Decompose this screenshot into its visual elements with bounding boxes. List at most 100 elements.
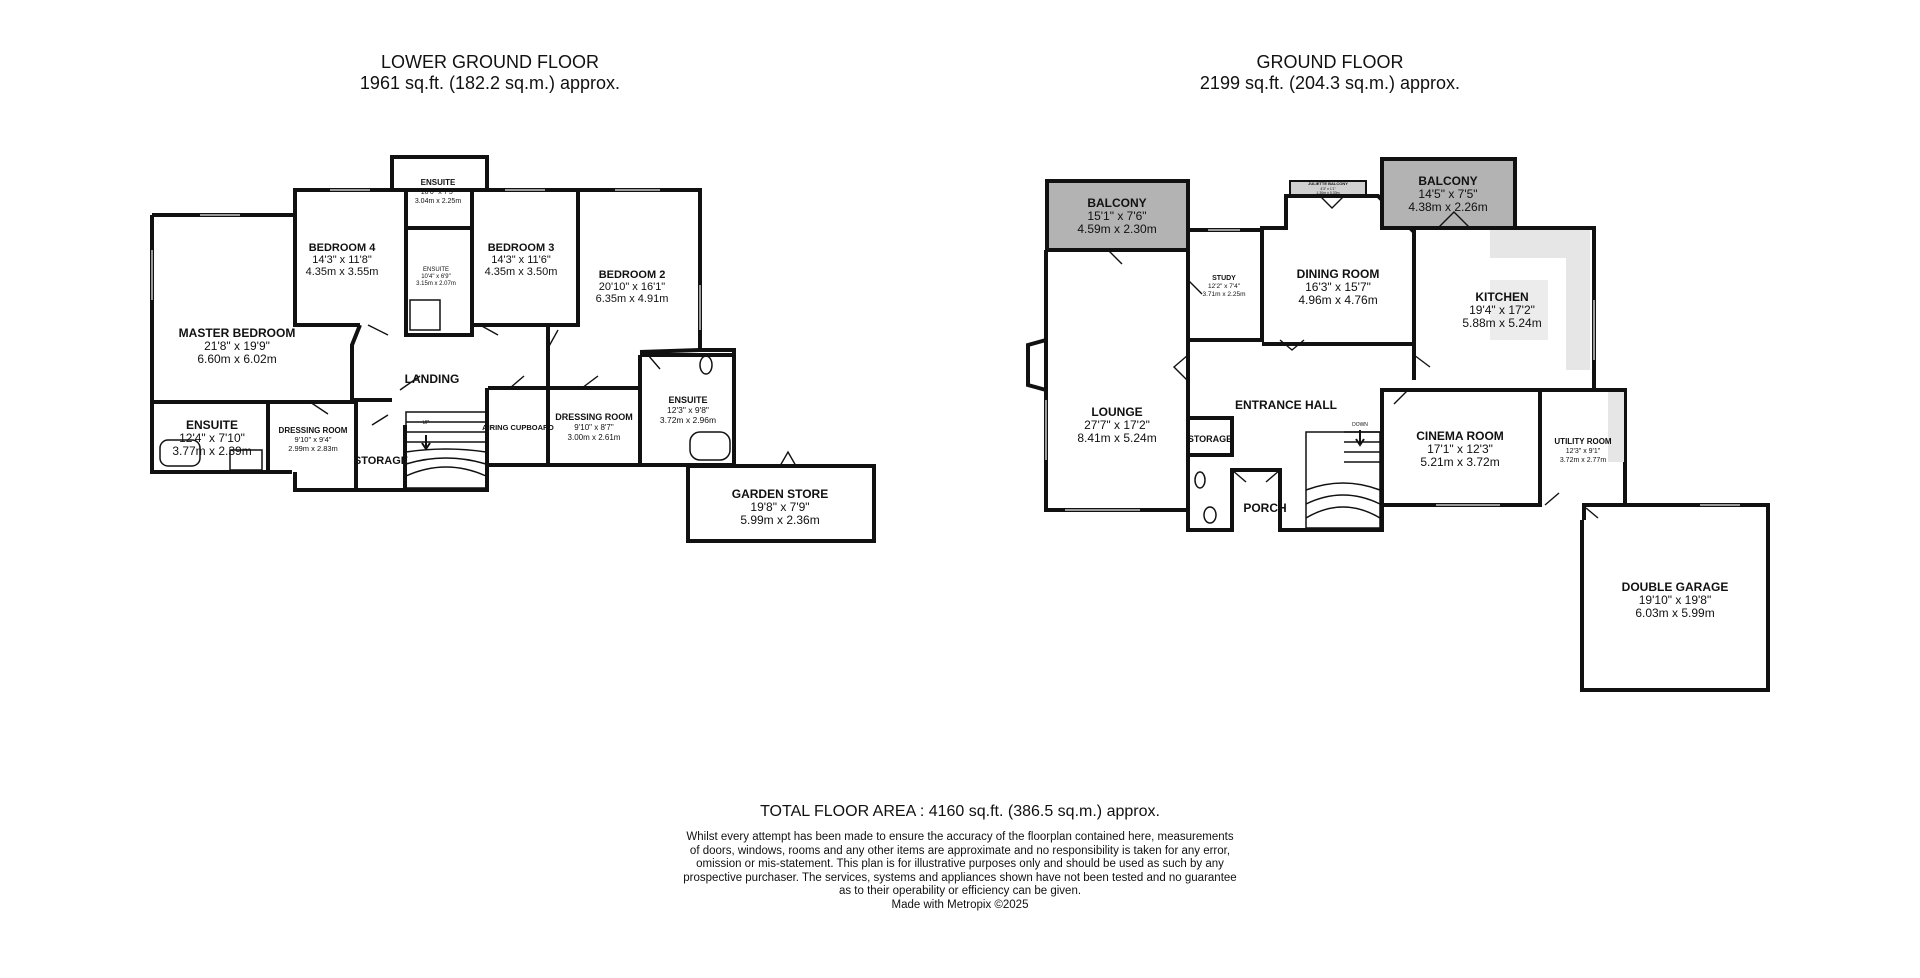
airing-walls (485, 388, 550, 467)
footer: TOTAL FLOOR AREA : 4160 sq.ft. (386.5 sq… (610, 803, 1310, 913)
disclaimer-line: of doors, windows, rooms and any other i… (689, 844, 1231, 857)
utility-name: UTILITY ROOM (1554, 437, 1612, 446)
storage-gf-name: STORAGE (1188, 434, 1232, 444)
ensuite-top-imperial: 10'0" x 7'5" (421, 189, 456, 196)
bedroom4-name: BEDROOM 4 (309, 242, 377, 254)
balcony1-shape (1045, 179, 1190, 252)
ensuite-mid-walls (404, 190, 474, 337)
balcony2-shape (1380, 157, 1517, 230)
dressing2-name: DRESSING ROOM (555, 412, 633, 422)
ensuite-b2-name: ENSUITE (668, 395, 707, 405)
storage-walls (354, 402, 407, 492)
ground-floor-labels: BALCONY 15'1" x 7'6" 4.59m x 2.30m JULIE… (1077, 174, 1728, 620)
bedroom2-bottom (639, 348, 701, 354)
chimney-walls (1026, 338, 1047, 392)
dining-name: DINING ROOM (1297, 267, 1380, 281)
ground-floor-area: 2199 sq.ft. (204.3 sq.m.) approx. (1199, 73, 1461, 93)
shower-icon (229, 449, 263, 471)
kitchen-counter-side (1566, 230, 1590, 370)
lower-floor-title: LOWER GROUND FLOOR (380, 52, 599, 72)
dressing1-name: DRESSING ROOM (279, 426, 348, 435)
bedroom3-imperial: 14'3" x 11'6" (491, 254, 551, 266)
disclaimer-line: omission or mis-statement. This plan is … (696, 858, 1224, 871)
lower-floor-header: LOWER GROUND FLOOR 1961 sq.ft. (182.2 sq… (320, 52, 660, 94)
lounge-walls (1044, 250, 1190, 512)
master-bedroom-metric: 6.60m x 6.02m (197, 352, 276, 366)
dressing2-metric: 3.00m x 2.61m (568, 433, 621, 442)
balcony2-imperial: 14'5" x 7'5" (1418, 187, 1477, 201)
disclaimer: Whilst every attempt has been made to en… (610, 831, 1310, 913)
balcony1-imperial: 15'1" x 7'6" (1087, 209, 1146, 223)
garage-name: DOUBLE GARAGE (1622, 580, 1729, 594)
garden-store-metric: 5.99m x 2.36m (740, 513, 819, 527)
master-bedroom-imperial: 21'8" x 19'9" (204, 339, 270, 353)
kitchen-island (1490, 280, 1548, 340)
storage-gf-walls (1188, 416, 1234, 457)
juliette-imperial: 4'3" x 1'1" (1320, 187, 1336, 191)
ground-stairs (1305, 431, 1381, 529)
bath-icon (159, 439, 201, 467)
balcony1-name: BALCONY (1087, 196, 1146, 210)
kitchen-metric: 5.88m x 5.24m (1462, 316, 1541, 330)
study-name: STUDY (1212, 275, 1236, 282)
dining-metric: 4.96m x 4.76m (1298, 293, 1377, 307)
garage-imperial: 19'10" x 19'8" (1639, 593, 1712, 607)
shower-tray-icon (409, 299, 441, 331)
toilet-icon (699, 355, 713, 375)
ground-floor-title: GROUND FLOOR (1256, 52, 1404, 72)
landing-name: LANDING (405, 372, 460, 386)
juliette-balcony-shape (1289, 180, 1367, 196)
utility-metric: 3.72m x 2.77m (1560, 457, 1606, 464)
bedroom4-walls (293, 215, 360, 327)
bedroom3-metric: 4.35m x 3.50m (485, 266, 558, 278)
toilet-icon-gf-2 (1203, 506, 1217, 524)
lower-stairs (405, 411, 487, 489)
cinema-metric: 5.21m x 3.72m (1420, 455, 1499, 469)
ensuite-b2-metric: 3.72m x 2.96m (660, 415, 716, 425)
landing-walls (350, 324, 392, 402)
bedroom2-name: BEDROOM 2 (599, 269, 666, 281)
garden-store-walls (686, 464, 876, 543)
cinema-name: CINEMA ROOM (1416, 429, 1504, 443)
disclaimer-line: as to their operability or efficiency ca… (838, 885, 1082, 898)
balcony2-name: BALCONY (1418, 174, 1477, 188)
dressing2-imperial: 9'10" x 8'7" (574, 423, 614, 432)
entrance-name: ENTRANCE HALL (1235, 398, 1337, 412)
master-bedroom-walls (150, 215, 292, 474)
porch-name: PORCH (1243, 501, 1286, 515)
total-floor-area: TOTAL FLOOR AREA : 4160 sq.ft. (386.5 sq… (760, 803, 1160, 820)
credit: Made with Metropix ©2025 (891, 898, 1029, 911)
ensuite-mid-metric: 3.15m x 2.07m (416, 281, 456, 287)
stairs-up-arrow (421, 435, 431, 451)
master-bedroom-name: MASTER BEDROOM (179, 326, 296, 340)
storage-name: STORAGE (354, 455, 408, 467)
ensuite-master-name: ENSUITE (186, 418, 238, 432)
lounge-imperial: 27'7" x 17'2" (1084, 418, 1150, 432)
ensuite-master-metric: 3.77m x 2.39m (172, 444, 251, 458)
windows (151, 189, 1740, 511)
kitchen-imperial: 19'4" x 17'2" (1469, 303, 1535, 317)
lower-floor-labels: ENSUITE 10'0" x 7'5" 3.04m x 2.25m BEDRO… (172, 178, 828, 527)
dining-imperial: 16'3" x 15'7" (1305, 280, 1371, 294)
door-swings (309, 195, 1599, 519)
utility-counter (1608, 392, 1624, 462)
juliette-name: JULIETTE BALCONY (1308, 181, 1348, 186)
balcony1-metric: 4.59m x 2.30m (1077, 222, 1156, 236)
utility-imperial: 12'3" x 9'1" (1566, 448, 1601, 455)
ground-floor-header: GROUND FLOOR 2199 sq.ft. (204.3 sq.m.) a… (1160, 52, 1500, 94)
lounge-name: LOUNGE (1091, 405, 1142, 419)
garage-walls (1580, 503, 1770, 692)
ensuite-top-name: ENSUITE (421, 178, 456, 187)
juliette-metric: 1.30m x 0.33m (1316, 191, 1339, 195)
kitchen-name: KITCHEN (1475, 290, 1528, 304)
balcony2-metric: 4.38m x 2.26m (1408, 200, 1487, 214)
ensuite-top-metric: 3.04m x 2.25m (415, 198, 461, 205)
bath-icon-2 (689, 431, 731, 461)
airing-name: AIRING CUPBOARD (482, 423, 554, 432)
study-imperial: 12'2" x 7'4" (1208, 283, 1241, 290)
bedroom2-metric: 6.35m x 4.91m (596, 293, 669, 305)
bedroom2-imperial: 20'10" x 16'1" (599, 281, 666, 293)
bedroom3-name: BEDROOM 3 (488, 242, 555, 254)
stairs-down-arrow (1355, 430, 1365, 447)
